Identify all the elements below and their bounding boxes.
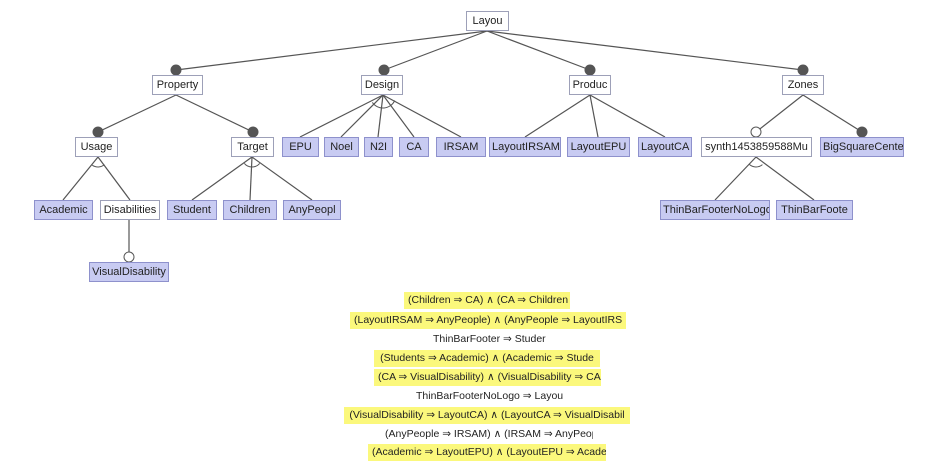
edge (97, 156, 131, 201)
edge (755, 94, 804, 133)
edge (382, 94, 462, 138)
mandatory-marker (584, 64, 596, 76)
feature-any-people[interactable]: AnyPeopl (283, 200, 341, 220)
edge (382, 94, 415, 138)
feature-irsam[interactable]: IRSAM (436, 137, 486, 157)
feature-layout-epu[interactable]: LayoutEPU (567, 137, 630, 157)
edge (714, 156, 757, 201)
edge (802, 94, 863, 133)
constraint-row: (Academic ⇒ LayoutEPU) ∧ (LayoutEPU ⇒ Ac… (368, 444, 606, 461)
edge (249, 156, 253, 201)
feature-thin-bar-footer[interactable]: ThinBarFoote (776, 200, 853, 220)
feature-visual-disability[interactable]: VisualDisability (89, 262, 169, 282)
edge (251, 156, 313, 201)
markers (92, 64, 868, 263)
feature-big-square-center[interactable]: BigSquareCente (820, 137, 904, 157)
mandatory-marker (92, 126, 104, 138)
edge (377, 94, 384, 138)
edge (97, 94, 177, 133)
constraint-row: (Children ⇒ CA) ∧ (CA ⇒ Children (404, 292, 570, 309)
mandatory-marker (170, 64, 182, 76)
mandatory-marker (856, 126, 868, 138)
edge (589, 94, 599, 138)
edges (62, 30, 863, 257)
edge (191, 156, 253, 201)
edge-root-child (486, 30, 591, 71)
edge-root-child (175, 30, 488, 71)
feature-disabilities[interactable]: Disabilities (100, 200, 160, 220)
alternative-arc-synth (748, 164, 763, 168)
feature-n2i[interactable]: N2I (364, 137, 393, 157)
feature-zones[interactable]: Zones (782, 75, 824, 95)
constraint-row: ThinBarFooterNoLogo ⇒ LayoutE (416, 390, 563, 402)
edge (589, 94, 666, 138)
feature-root[interactable]: Layou (466, 11, 509, 31)
mandatory-marker (247, 126, 259, 138)
constraint-row: (Students ⇒ Academic) ∧ (Academic ⇒ Stud… (374, 350, 600, 367)
feature-student[interactable]: Student (167, 200, 217, 220)
feature-noel[interactable]: Noel (324, 137, 359, 157)
feature-epu[interactable]: EPU (282, 137, 319, 157)
feature-target[interactable]: Target (231, 137, 274, 157)
constraint-row: (LayoutIRSAM ⇒ AnyPeople) ∧ (AnyPeople ⇒… (350, 312, 626, 329)
edge-root-child (383, 30, 488, 71)
alternative-arc-design (371, 100, 396, 109)
feature-ca[interactable]: CA (399, 137, 429, 157)
optional-marker (123, 251, 135, 263)
constraint-row: (AnyPeople ⇒ IRSAM) ∧ (IRSAM ⇒ AnyPeop (385, 428, 593, 440)
feature-academic[interactable]: Academic (34, 200, 93, 220)
alternative-arc-target (243, 163, 261, 168)
group-arcs (91, 100, 763, 168)
feature-synth[interactable]: synth1453859588Mu (701, 137, 812, 157)
feature-layout-irsam[interactable]: LayoutIRSAM (489, 137, 561, 157)
edge (524, 94, 591, 138)
feature-design[interactable]: Design (361, 75, 403, 95)
alternative-arc-usage (91, 164, 105, 168)
feature-thin-bar-footer-no-logo[interactable]: ThinBarFooterNoLogo (660, 200, 770, 220)
feature-children[interactable]: Children (223, 200, 277, 220)
edge (755, 156, 815, 201)
edge (340, 94, 384, 138)
edge (62, 156, 99, 201)
optional-marker (750, 126, 762, 138)
feature-layout-ca[interactable]: LayoutCA (638, 137, 692, 157)
mandatory-marker (378, 64, 390, 76)
feature-property[interactable]: Property (152, 75, 203, 95)
constraint-row: (VisualDisability ⇒ LayoutCA) ∧ (LayoutC… (344, 407, 630, 424)
edge (175, 94, 254, 133)
edge (299, 94, 384, 138)
mandatory-marker (797, 64, 809, 76)
feature-product[interactable]: Produc (569, 75, 611, 95)
constraint-row: (CA ⇒ VisualDisability) ∧ (VisualDisabil… (374, 369, 601, 386)
edge-root-child (486, 30, 804, 71)
constraint-row: ThinBarFooter ⇒ Studer (433, 333, 546, 345)
feature-usage[interactable]: Usage (75, 137, 118, 157)
